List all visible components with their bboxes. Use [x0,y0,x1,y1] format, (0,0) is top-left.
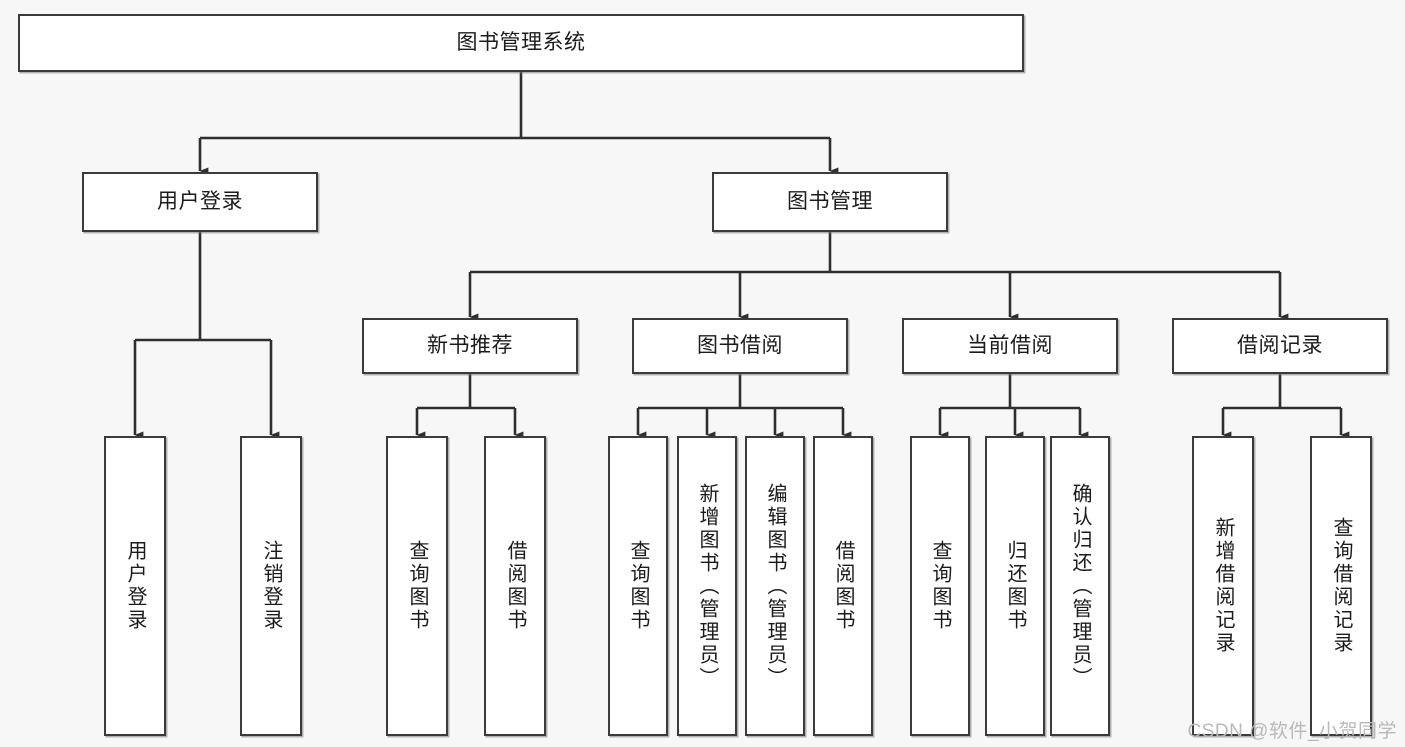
node-label: 编辑图书（管理员） [764,482,786,690]
node-label: 查询图书 [929,540,951,632]
node-l-return[interactable]: 归还图书 [985,436,1045,736]
node-bookmgmt[interactable]: 图书管理 [712,172,948,232]
node-label: 新书推荐 [427,333,513,357]
node-label: 查询图书 [406,540,428,632]
node-login[interactable]: 用户登录 [82,172,318,232]
node-label: 借阅图书 [504,540,526,632]
node-root[interactable]: 图书管理系统 [18,14,1024,72]
node-l-q1[interactable]: 查询图书 [386,436,448,736]
node-label: 借阅记录 [1237,333,1323,357]
node-label: 归还图书 [1004,540,1026,632]
node-label: 注销登录 [260,540,282,632]
node-label: 确认归还（管理员） [1069,482,1091,690]
node-l-addrec[interactable]: 新增借阅记录 [1192,436,1254,736]
node-borrow[interactable]: 图书借阅 [632,318,848,374]
node-l-q3[interactable]: 查询图书 [910,436,970,736]
node-label: 查询借阅记录 [1330,517,1352,655]
node-l-b2[interactable]: 借阅图书 [813,436,873,736]
node-newbook[interactable]: 新书推荐 [362,318,578,374]
node-label: 图书管理系统 [456,30,586,54]
node-current[interactable]: 当前借阅 [902,318,1118,374]
node-label: 用户登录 [157,189,243,213]
node-record[interactable]: 借阅记录 [1172,318,1388,374]
node-label: 用户登录 [124,540,146,632]
node-label: 借阅图书 [832,540,854,632]
node-label: 图书借阅 [697,333,783,357]
node-l-qrec[interactable]: 查询借阅记录 [1310,436,1372,736]
node-l-confirm[interactable]: 确认归还（管理员） [1050,436,1110,736]
node-l-b1[interactable]: 借阅图书 [484,436,546,736]
node-l-login[interactable]: 用户登录 [104,436,166,736]
watermark: CSDN @软件_小贺同学 [1187,721,1397,742]
node-l-add[interactable]: 新增图书（管理员） [677,436,737,736]
node-l-logout[interactable]: 注销登录 [240,436,302,736]
node-l-q2[interactable]: 查询图书 [608,436,668,736]
node-l-edit[interactable]: 编辑图书（管理员） [745,436,805,736]
node-label: 新增图书（管理员） [696,482,718,690]
node-label: 图书管理 [787,189,873,213]
node-label: 当前借阅 [967,333,1053,357]
node-label: 查询图书 [627,540,649,632]
node-label: 新增借阅记录 [1212,517,1234,655]
